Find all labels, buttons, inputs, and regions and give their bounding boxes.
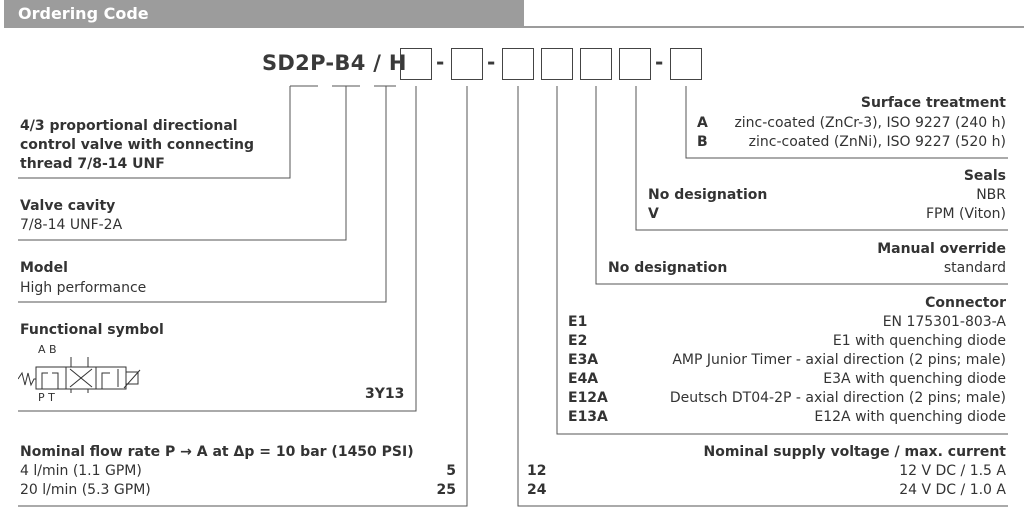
seals-title: Seals — [963, 168, 1006, 184]
connector-row-code: E1 — [568, 314, 588, 330]
connector-values: EN 175301-803-A E1 with quenching diode … — [626, 313, 1006, 427]
surface-row-value: zinc-coated (ZnCr-3), ISO 9227 (240 h) — [734, 115, 1006, 131]
symbol-label-ab: A B — [38, 343, 57, 356]
connector-row-value: AMP Junior Timer - axial direction (2 pi… — [672, 352, 1006, 368]
model-title: Model — [20, 260, 68, 276]
valve-cavity-title: Valve cavity — [20, 198, 116, 214]
connector-row-code: E4A — [568, 371, 599, 387]
code-box-surface — [670, 48, 702, 80]
seals-row-value: NBR — [976, 187, 1006, 203]
section-header-rule — [524, 26, 1024, 28]
seals-row-code: No designation — [648, 187, 768, 203]
code-dash: - — [487, 50, 496, 74]
connector-row-value: E3A with quenching diode — [823, 371, 1006, 387]
flow-row-label: 20 l/min (5.3 GPM) — [20, 482, 151, 498]
connector-row-code: E13A — [568, 409, 608, 425]
code-box-voltage — [451, 48, 483, 80]
flow-row-label: 4 l/min (1.1 GPM) — [20, 463, 142, 479]
manual-override-value: standard — [943, 260, 1006, 276]
connector-row-code: E12A — [568, 390, 608, 406]
connector-row-code: E3A — [568, 352, 599, 368]
code-dash: - — [655, 50, 664, 74]
flow-row-code: 5 — [446, 463, 456, 479]
connector-row-value: E12A with quenching diode — [814, 409, 1006, 425]
voltage-row-value: 12 V DC / 1.5 A — [899, 463, 1006, 479]
voltage-row-value: 24 V DC / 1.0 A — [899, 482, 1006, 498]
connector-row-value: EN 175301-803-A — [882, 314, 1006, 330]
code-box-connector — [502, 48, 534, 80]
surface-title: Surface treatment — [860, 95, 1006, 111]
code-dash: - — [436, 50, 445, 74]
functional-symbol-code: 3Y13 — [365, 386, 405, 402]
connector-title: Connector — [925, 295, 1006, 311]
ordering-code-prefix: SD2P-B4 / H — [262, 51, 407, 75]
code-box-extra — [619, 48, 651, 80]
valve-cavity-value: 7/8-14 UNF-2A — [20, 217, 123, 233]
code-box-flow — [400, 48, 432, 80]
seals-row-value: FPM (Viton) — [925, 206, 1006, 222]
connector-row-code: E2 — [568, 333, 588, 349]
connector-row-value: Deutsch DT04-2P - axial direction (2 pin… — [669, 390, 1006, 406]
connector-row-value: E1 with quenching diode — [832, 333, 1006, 349]
section-header-bar — [4, 0, 524, 28]
voltage-title: Nominal supply voltage / max. current — [703, 444, 1007, 460]
flow-row-code: 25 — [436, 482, 456, 498]
code-box-manual-override — [541, 48, 573, 80]
voltage-row-code: 12 — [527, 463, 547, 479]
section-title: Ordering Code — [18, 4, 149, 23]
symbol-label-pt: P T — [38, 391, 55, 404]
manual-override-code: No designation — [608, 260, 728, 276]
surface-row-code: B — [697, 134, 708, 150]
manual-override-title: Manual override — [877, 241, 1006, 257]
model-value: High performance — [20, 280, 147, 296]
code-box-seals — [580, 48, 612, 80]
flow-title: Nominal flow rate P → A at Δp = 10 bar (… — [20, 444, 414, 460]
functional-symbol-title: Functional symbol — [20, 322, 164, 338]
valve-description: 4/3 proportional directional control val… — [20, 118, 255, 172]
surface-row-value: zinc-coated (ZnNi), ISO 9227 (520 h) — [748, 134, 1006, 150]
connector-codes: E1 E2 E3A E4A E12A E13A — [568, 313, 608, 427]
seals-row-code: V — [648, 206, 659, 222]
voltage-row-code: 24 — [527, 482, 547, 498]
surface-row-code: A — [697, 115, 708, 131]
valve-symbol-icon — [18, 357, 141, 393]
